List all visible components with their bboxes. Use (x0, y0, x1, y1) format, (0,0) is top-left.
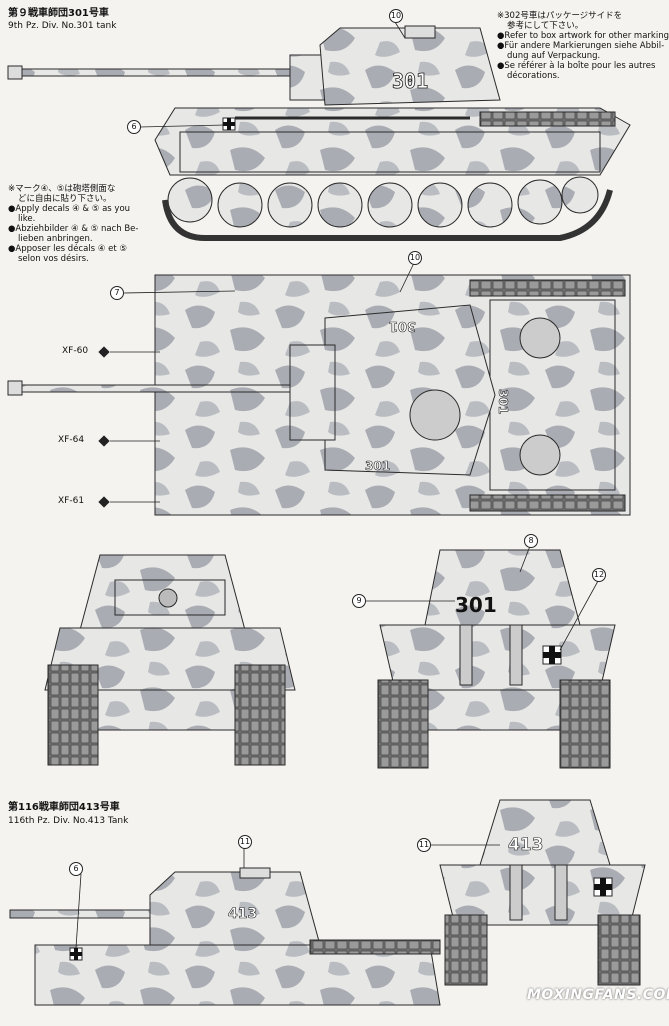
callout-6-side: 6 (127, 120, 141, 134)
fan-grille-1 (519, 317, 561, 359)
callout-12-rear: 12 (592, 568, 606, 582)
t2-track-top (309, 939, 441, 955)
tank2-rear-view (439, 799, 646, 986)
title-jp-301: 第９戦車師団301号車 (8, 8, 109, 19)
fan-grille-2 (519, 434, 561, 476)
side-skirts (179, 131, 601, 173)
rear-exhaust-right (509, 624, 523, 686)
gun-barrel (9, 68, 306, 77)
tank1-top-view (7, 274, 631, 516)
t2-hull (34, 944, 441, 1006)
track-top (479, 111, 616, 127)
tank1-rear-view (377, 549, 616, 769)
t2-cupola (239, 867, 271, 879)
watermark: MOXINGFANS.COM (527, 987, 669, 1003)
callout-11-side2: 11 (238, 835, 252, 849)
t2-rear-exhaust-right (554, 864, 568, 921)
leader-lines (75, 21, 599, 949)
top-turret-side-number-b: 301 (496, 389, 510, 414)
t2-rear-exhaust-left (509, 864, 523, 921)
front-track-right (234, 664, 286, 766)
cupola-top (409, 389, 461, 441)
t2-gun-barrel (9, 909, 161, 919)
t2-rear-track-left (444, 914, 488, 986)
tank1-rear-number: 301 (455, 593, 497, 617)
title-en-413: 116th Pz. Div. No.413 Tank (8, 816, 129, 826)
t2-rear-balkenkreuz (593, 877, 613, 897)
callout-10-top: 10 (408, 251, 422, 265)
t2-rear-turret (479, 799, 611, 866)
turret (319, 27, 501, 106)
track-right (469, 494, 626, 512)
tank2-side-view (9, 867, 441, 1006)
mantlet-top (289, 344, 336, 441)
t2-balkenkreuz (69, 947, 83, 961)
paint-xf61-label: XF-61 (58, 496, 85, 506)
rear-track-right (559, 679, 611, 769)
note-decals: ※マーク④、⑤は砲塔側面な どに自由に貼り下さい。 ●Apply decals … (8, 184, 139, 264)
balkenkreuz-decal (222, 117, 236, 131)
rear-lower-plate (427, 689, 561, 731)
front-track-left (47, 664, 99, 766)
track-left (469, 279, 626, 297)
callout-7-top: 7 (110, 286, 124, 300)
title-jp-413: 第116戦車師団413号車 (8, 802, 120, 813)
muzzle-brake (7, 65, 23, 80)
rear-track-left (377, 679, 429, 769)
tank2-side-number: 413 (228, 906, 257, 922)
tank1-front-view (44, 554, 296, 766)
front-gun-muzzle (158, 588, 178, 608)
front-lower-plate (97, 689, 236, 731)
callout-8-rear: 8 (524, 534, 538, 548)
tank2-rear-number: 413 (508, 835, 544, 855)
commander-cupola (404, 25, 436, 39)
rear-turret (424, 549, 581, 626)
title-en-301: 9th Pz. Div. No.301 tank (8, 21, 117, 31)
top-turret-side-number-a: 301 (365, 459, 390, 473)
rear-exhaust-left (459, 624, 473, 686)
paint-xf60-label: XF-60 (62, 346, 89, 356)
gun-barrel-top (9, 384, 301, 393)
t2-turret (149, 871, 321, 946)
paint-xf64-label: XF-64 (58, 435, 85, 445)
callout-6-side2: 6 (69, 862, 83, 876)
tank1-side-view (7, 25, 631, 241)
callout-11-rear2: 11 (417, 838, 431, 852)
rear-balkenkreuz (542, 645, 562, 665)
callout-10-side: 10 (389, 9, 403, 23)
t2-rear-track-right (597, 914, 641, 986)
tank1-side-number: 301 (392, 69, 428, 93)
track-lower (162, 189, 613, 241)
top-turret-rear-number: 301 (389, 318, 416, 333)
road-wheels (167, 176, 599, 228)
muzzle-brake-top (7, 380, 23, 396)
note-302: ※302号車はパッケージサイドを 参考にして下さい。 ●Refer to box… (497, 11, 669, 81)
callout-9-rear: 9 (352, 594, 366, 608)
